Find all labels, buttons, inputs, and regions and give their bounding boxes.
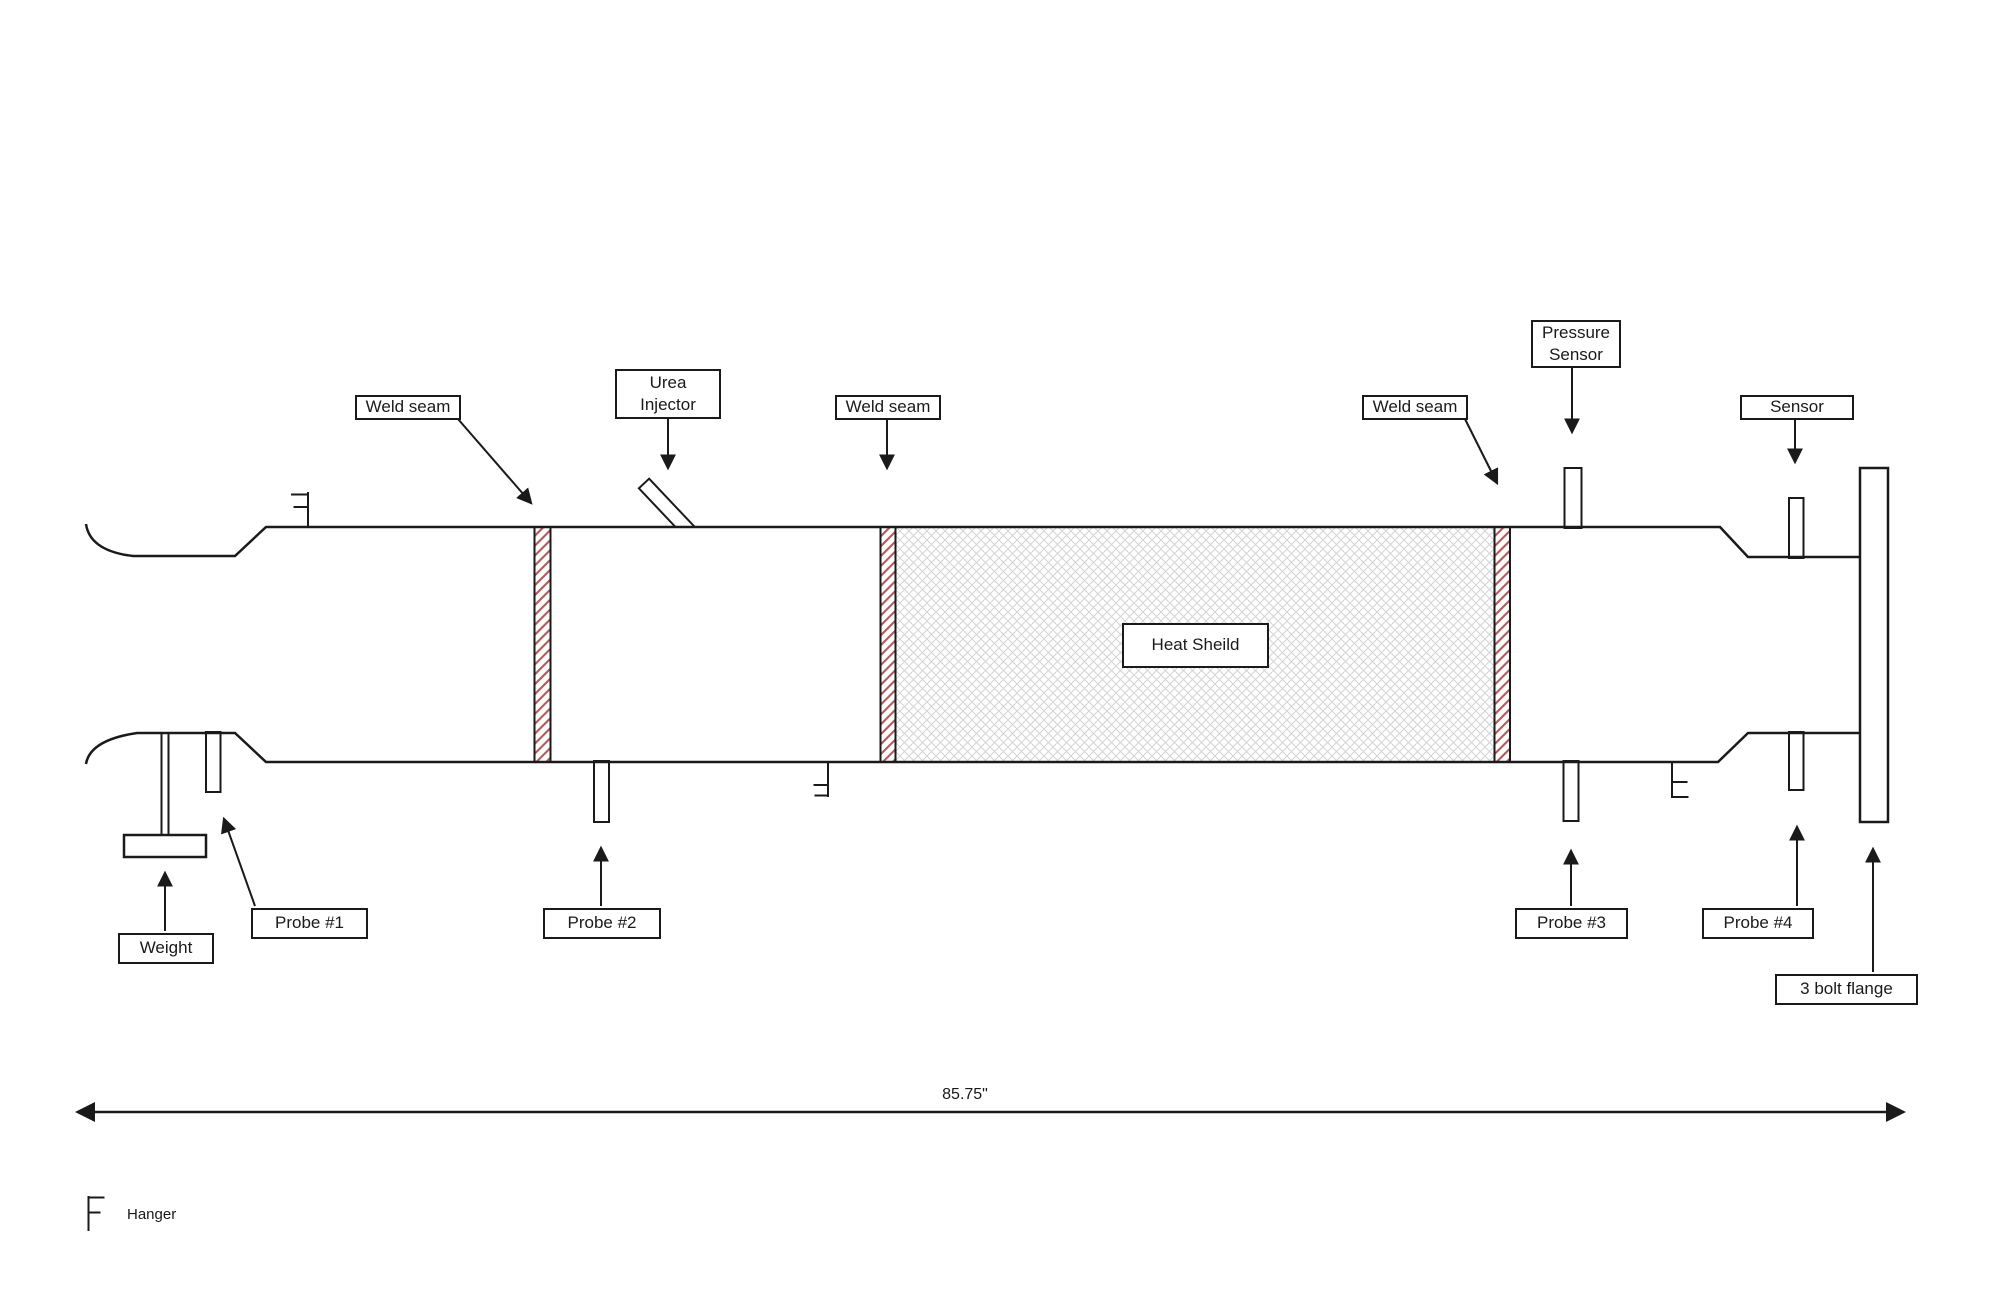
- overall-dimension-value: 85.75": [942, 1086, 988, 1103]
- probe-1-label: Probe #1: [251, 908, 368, 939]
- legend-hanger-icon: [87, 1196, 105, 1231]
- weight-label: Weight: [118, 933, 214, 964]
- sensor-label: Sensor: [1740, 395, 1854, 420]
- pressure-sensor-port: [1563, 467, 1583, 529]
- weld-seam-2-label: Weld seam: [835, 395, 941, 420]
- weld-seam-3-leader: [1464, 418, 1499, 486]
- probe-3-label: Probe #3: [1515, 908, 1628, 939]
- weight-plate: [122, 833, 208, 859]
- weld-seam-1-label: Weld seam: [355, 395, 461, 420]
- probe-1-leader: [221, 816, 256, 907]
- weld-seam-2-hatch: [879, 526, 897, 763]
- hanger-bottom-right-icon: [1671, 762, 1689, 798]
- probe-2-port: [593, 760, 610, 823]
- probe-2-label: Probe #2: [543, 908, 661, 939]
- probe-1-port: [205, 731, 222, 793]
- legend-hanger-label: Hanger: [127, 1206, 177, 1223]
- hanger-bottom-mid-icon: [813, 762, 829, 797]
- three-bolt-flange-label: 3 bolt flange: [1775, 974, 1918, 1005]
- heat-shield-label: Heat Sheild: [1122, 623, 1269, 668]
- probe-4-port: [1788, 731, 1805, 791]
- weld-seam-3-label: Weld seam: [1362, 395, 1468, 420]
- three-bolt-flange: [1858, 466, 1890, 824]
- urea-injector-tube: [637, 477, 698, 528]
- pipe-outline-bottom: [84, 731, 1860, 765]
- urea-injector-label: Urea Injector: [615, 369, 721, 419]
- weld-seam-1-hatch: [533, 526, 552, 763]
- pipe-outline-top: [84, 523, 1860, 559]
- weight-rod: [160, 733, 170, 835]
- weld-seam-1-leader: [457, 418, 533, 505]
- weld-seam-3-hatch: [1493, 526, 1511, 763]
- probe-4-label: Probe #4: [1702, 908, 1814, 939]
- hanger-top-icon: [291, 492, 309, 527]
- sensor-port: [1788, 497, 1805, 559]
- pressure-sensor-label: Pressure Sensor: [1531, 320, 1621, 368]
- probe-3-port: [1562, 760, 1580, 822]
